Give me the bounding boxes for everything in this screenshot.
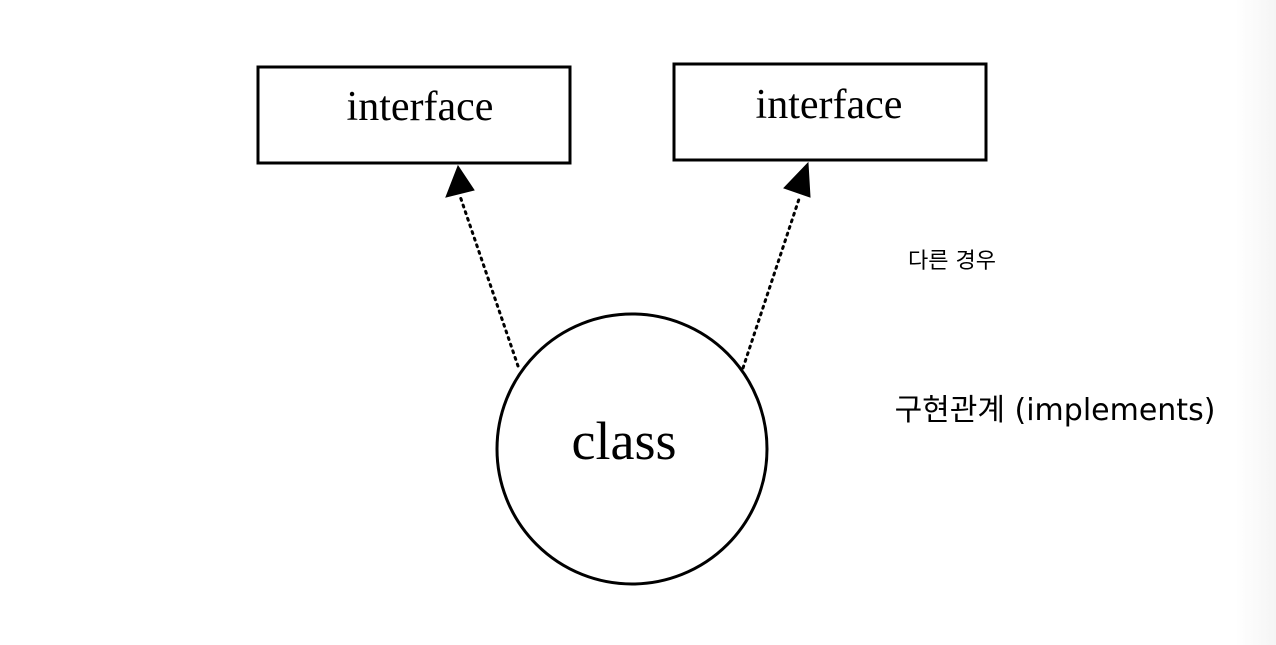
relation-label: 구현관계 (implements) [895,393,1216,428]
interface-label-right: interface [756,82,903,128]
arrowhead-left-icon [445,164,475,198]
interface-label-left: interface [347,84,494,130]
interface-node-right[interactable]: interface [672,62,988,162]
right-edge-shade [1236,0,1276,645]
class-label: class [572,411,677,471]
interface-box-left [256,65,572,165]
dotted-line-right [741,194,802,370]
interface-box-right [672,62,988,162]
implements-edge-left [445,164,520,368]
note-other-case: 다른 경우 [908,249,996,274]
class-node[interactable]: class [495,312,769,586]
implements-edge-right [741,161,811,370]
dotted-line-left [458,194,520,368]
arrowhead-right-icon [783,161,811,198]
interface-node-left[interactable]: interface [256,65,572,165]
class-circle [495,312,769,586]
